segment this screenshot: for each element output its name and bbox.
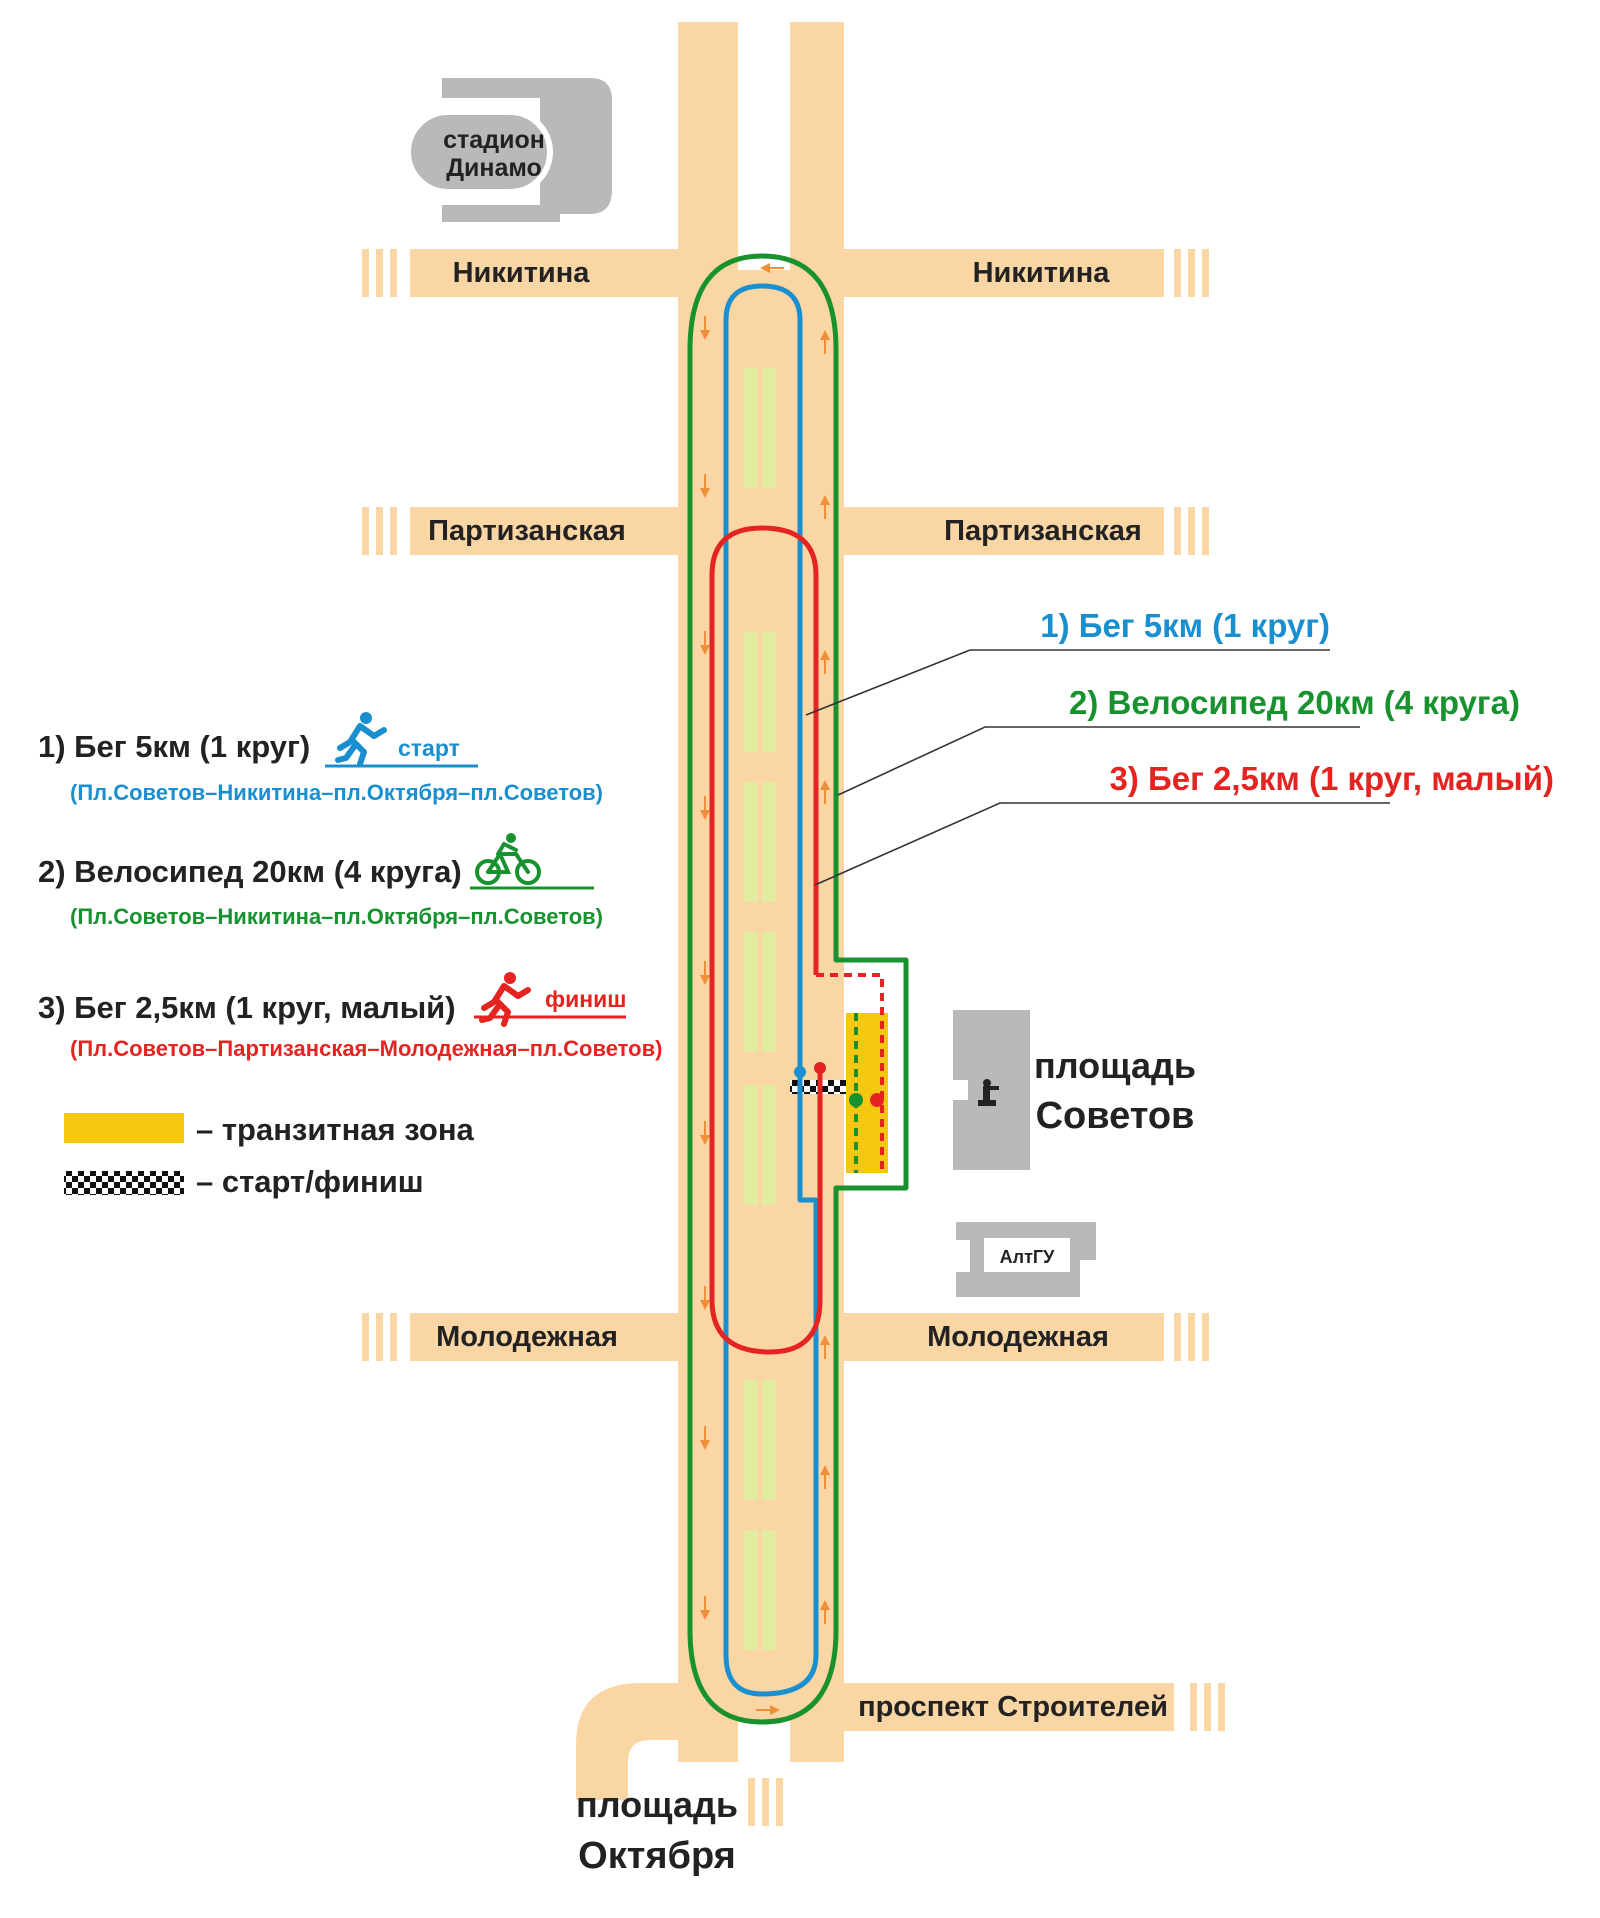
street-nikitina-right xyxy=(844,249,1164,297)
run-2-5km-start-dot xyxy=(814,1062,826,1074)
legend: 1) Бег 5км (1 круг) старт (Пл.Советов–Ни… xyxy=(38,712,662,1199)
sovetov-label-line1: площадь xyxy=(1034,1045,1196,1086)
route-run-2-5km xyxy=(709,525,823,1355)
street-oktyabrya-curve xyxy=(576,1683,678,1800)
runner-icon xyxy=(335,712,387,767)
cyclist-icon xyxy=(475,833,541,885)
street-label-molodezhnaya-left: Молодежная xyxy=(436,1321,618,1353)
legend-startfinish-label: – старт/финиш xyxy=(196,1164,424,1199)
direction-arrows xyxy=(700,263,830,1715)
street-partizanskaya-right xyxy=(844,507,1164,555)
street-label-partizanskaya-right: Партизанская xyxy=(944,515,1142,547)
street-molodezhnaya-left xyxy=(410,1313,678,1361)
median-grass xyxy=(744,368,776,1650)
street-stroiteley xyxy=(844,1683,1174,1731)
run-5km-finish-dot xyxy=(794,1066,806,1078)
callout-bike-20km: 2) Велосипед 20км (4 круга) xyxy=(1069,684,1520,721)
monument-icon xyxy=(978,1079,999,1106)
callout-run-2-5km: 3) Бег 2,5км (1 круг, малый) xyxy=(1109,760,1554,797)
sovetov-label-line2: Советов xyxy=(1036,1095,1195,1137)
street-molodezhnaya-right xyxy=(844,1313,1164,1361)
street-label-partizanskaya-left: Партизанская xyxy=(428,515,626,547)
runner-icon xyxy=(479,972,531,1027)
legend-run-2-5km-route: (Пл.Советов–Партизанская–Молодежная–пл.С… xyxy=(70,1036,662,1061)
route-bike-20km xyxy=(687,253,909,1725)
legend-transit-label: – транзитная зона xyxy=(196,1112,475,1147)
legend-startfinish-swatch xyxy=(64,1171,184,1195)
street-label-molodezhnaya-right: Молодежная xyxy=(927,1321,1109,1353)
building-sovetov-square xyxy=(953,1010,1030,1170)
building-altgu: АлтГУ xyxy=(956,1222,1096,1297)
legend-run-5km-route: (Пл.Советов–Никитина–пл.Октября–пл.Совет… xyxy=(70,780,603,805)
legend-run-2-5km-title: 3) Бег 2,5км (1 круг, малый) xyxy=(38,990,456,1025)
street-label-stroiteley: проспект Строителей xyxy=(858,1691,1168,1723)
street-partizanskaya-left xyxy=(410,507,678,555)
stadium-name-line2: Динамо xyxy=(446,154,542,182)
stadium-dinamo: стадион Динамо xyxy=(405,78,612,222)
oktyabrya-label-line2: Октября xyxy=(578,1835,736,1877)
legend-bike-route: (Пл.Советов–Никитина–пл.Октября–пл.Совет… xyxy=(70,904,603,929)
altgu-label: АлтГУ xyxy=(1000,1247,1055,1267)
street-labels: Никитина Никитина Партизанская Партизанс… xyxy=(428,257,1168,1723)
legend-start-badge: старт xyxy=(398,735,460,761)
route-run-2-5km-transit xyxy=(816,973,884,1173)
legend-transit-swatch xyxy=(64,1113,184,1143)
callout-run-5km: 1) Бег 5км (1 круг) xyxy=(1040,607,1330,644)
road-hatches xyxy=(362,249,1225,1826)
legend-run-5km-title: 1) Бег 5км (1 круг) xyxy=(38,729,310,764)
street-nikitina-left xyxy=(410,249,678,297)
street-label-nikitina-right: Никитина xyxy=(973,257,1111,289)
bike-transit-dot xyxy=(849,1093,863,1107)
legend-finish-badge: финиш xyxy=(545,986,626,1012)
stadium-name-line1: стадион xyxy=(443,126,545,154)
street-label-nikitina-left: Никитина xyxy=(453,257,591,289)
oktyabrya-label-line1: площадь xyxy=(576,1784,738,1825)
callout-leaders xyxy=(805,649,1390,886)
run-transit-dot xyxy=(870,1093,884,1107)
route-run-5km xyxy=(723,283,819,1697)
legend-bike-title: 2) Велосипед 20км (4 круга) xyxy=(38,854,462,889)
